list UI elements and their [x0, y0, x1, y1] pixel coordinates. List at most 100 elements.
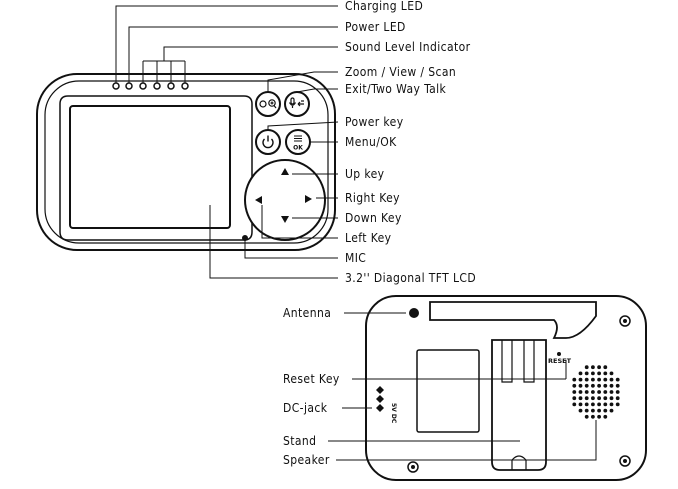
label-up: Up key [345, 167, 385, 181]
speaker-hole [584, 371, 589, 376]
speaker-hole [572, 402, 577, 407]
speaker-hole [609, 383, 614, 388]
speaker-hole [572, 396, 577, 401]
speaker-hole [591, 414, 595, 419]
back-body [365, 295, 647, 481]
speaker-hole [603, 408, 608, 413]
dc-jack[interactable] [376, 386, 384, 412]
label-exit: Exit/Two Way Talk [345, 82, 447, 96]
speaker-hole [572, 390, 577, 394]
speaker-hole [578, 371, 583, 376]
front-body-outer [36, 73, 336, 251]
speaker-hole [615, 377, 620, 382]
label-lcd: 3.2'' Diagonal TFT LCD [345, 271, 477, 285]
speaker-hole [609, 371, 614, 376]
label-sound-level: Sound Level Indicator [345, 40, 471, 54]
label-power-key: Power key [345, 115, 404, 129]
label-speaker: Speaker [283, 453, 330, 467]
label-recess [416, 349, 480, 433]
speaker-hole [603, 402, 608, 407]
speaker-hole [615, 396, 620, 401]
speaker-hole [584, 390, 589, 394]
speaker-hole [591, 371, 595, 376]
zoom-icon [259, 99, 277, 109]
speaker-hole [597, 383, 601, 388]
speaker-hole [578, 402, 583, 407]
speaker-hole [615, 402, 620, 407]
label-reset-key: Reset Key [283, 372, 340, 386]
label-mic: MIC [345, 251, 367, 265]
speaker-hole [603, 396, 608, 401]
back-leaders [328, 312, 597, 461]
speaker-hole [572, 377, 577, 382]
speaker-hole [603, 414, 608, 419]
speaker-hole [591, 408, 595, 413]
speaker-hole [597, 390, 601, 394]
speaker-hole [578, 377, 583, 382]
label-power-led: Power LED [345, 20, 406, 34]
label-down: Down Key [345, 211, 402, 225]
right-arrow-icon[interactable] [305, 195, 312, 203]
power-icon [262, 135, 274, 149]
stand [491, 339, 547, 471]
front-body-inner [44, 80, 329, 244]
screw-top-left [409, 308, 419, 318]
speaker-hole [584, 408, 589, 413]
label-charging-led: Charging LED [345, 0, 424, 13]
speaker-hole [603, 377, 608, 382]
speaker-hole [584, 414, 589, 419]
down-arrow-icon[interactable] [281, 216, 289, 223]
lcd-screen [69, 105, 231, 229]
speaker-hole [591, 396, 595, 401]
speaker-hole [597, 365, 601, 370]
speaker-hole [584, 396, 589, 401]
speaker-hole [615, 383, 620, 388]
speaker-hole [584, 383, 589, 388]
speaker-hole [609, 402, 614, 407]
speaker-hole [578, 390, 583, 394]
antenna [429, 301, 597, 339]
speaker-hole [591, 377, 595, 382]
back-view [365, 295, 647, 481]
speaker-hole [584, 402, 589, 407]
front-leaders [115, 5, 339, 279]
label-left: Left Key [345, 231, 392, 245]
direction-pad [244, 159, 326, 241]
speaker-hole [597, 396, 601, 401]
speaker-hole [572, 383, 577, 388]
menu-icon [294, 135, 302, 142]
speaker-hole [591, 402, 595, 407]
speaker-hole [578, 396, 583, 401]
talk-icon [288, 97, 304, 108]
speaker-hole [597, 402, 601, 407]
speaker-hole [609, 390, 614, 394]
speaker-hole [591, 365, 595, 370]
speaker-hole [597, 414, 601, 419]
speaker-hole [597, 371, 601, 376]
label-menu: Menu/OK [345, 135, 397, 149]
label-dc-jack: DC-jack [283, 401, 328, 415]
label-antenna: Antenna [283, 306, 332, 320]
reset-hole[interactable] [557, 352, 561, 356]
speaker-hole [578, 408, 583, 413]
speaker-hole [578, 383, 583, 388]
speaker-hole [615, 390, 620, 394]
menu-ok-mark: OK [293, 145, 303, 152]
speaker-hole [603, 371, 608, 376]
label-zoom: Zoom / View / Scan [345, 65, 457, 79]
dc-mark: 5V DC [390, 403, 397, 424]
reset-mark: RESET [548, 357, 572, 365]
left-arrow-icon[interactable] [255, 196, 262, 204]
speaker-hole [597, 408, 601, 413]
speaker-hole [603, 390, 608, 394]
speaker-hole [609, 408, 614, 413]
speaker-hole [591, 383, 595, 388]
speaker-hole [609, 377, 614, 382]
up-arrow-icon[interactable] [281, 168, 289, 175]
speaker-hole [591, 390, 595, 394]
speaker-hole [597, 377, 601, 382]
speaker-grille [572, 365, 620, 419]
zoom-button[interactable] [255, 91, 281, 117]
